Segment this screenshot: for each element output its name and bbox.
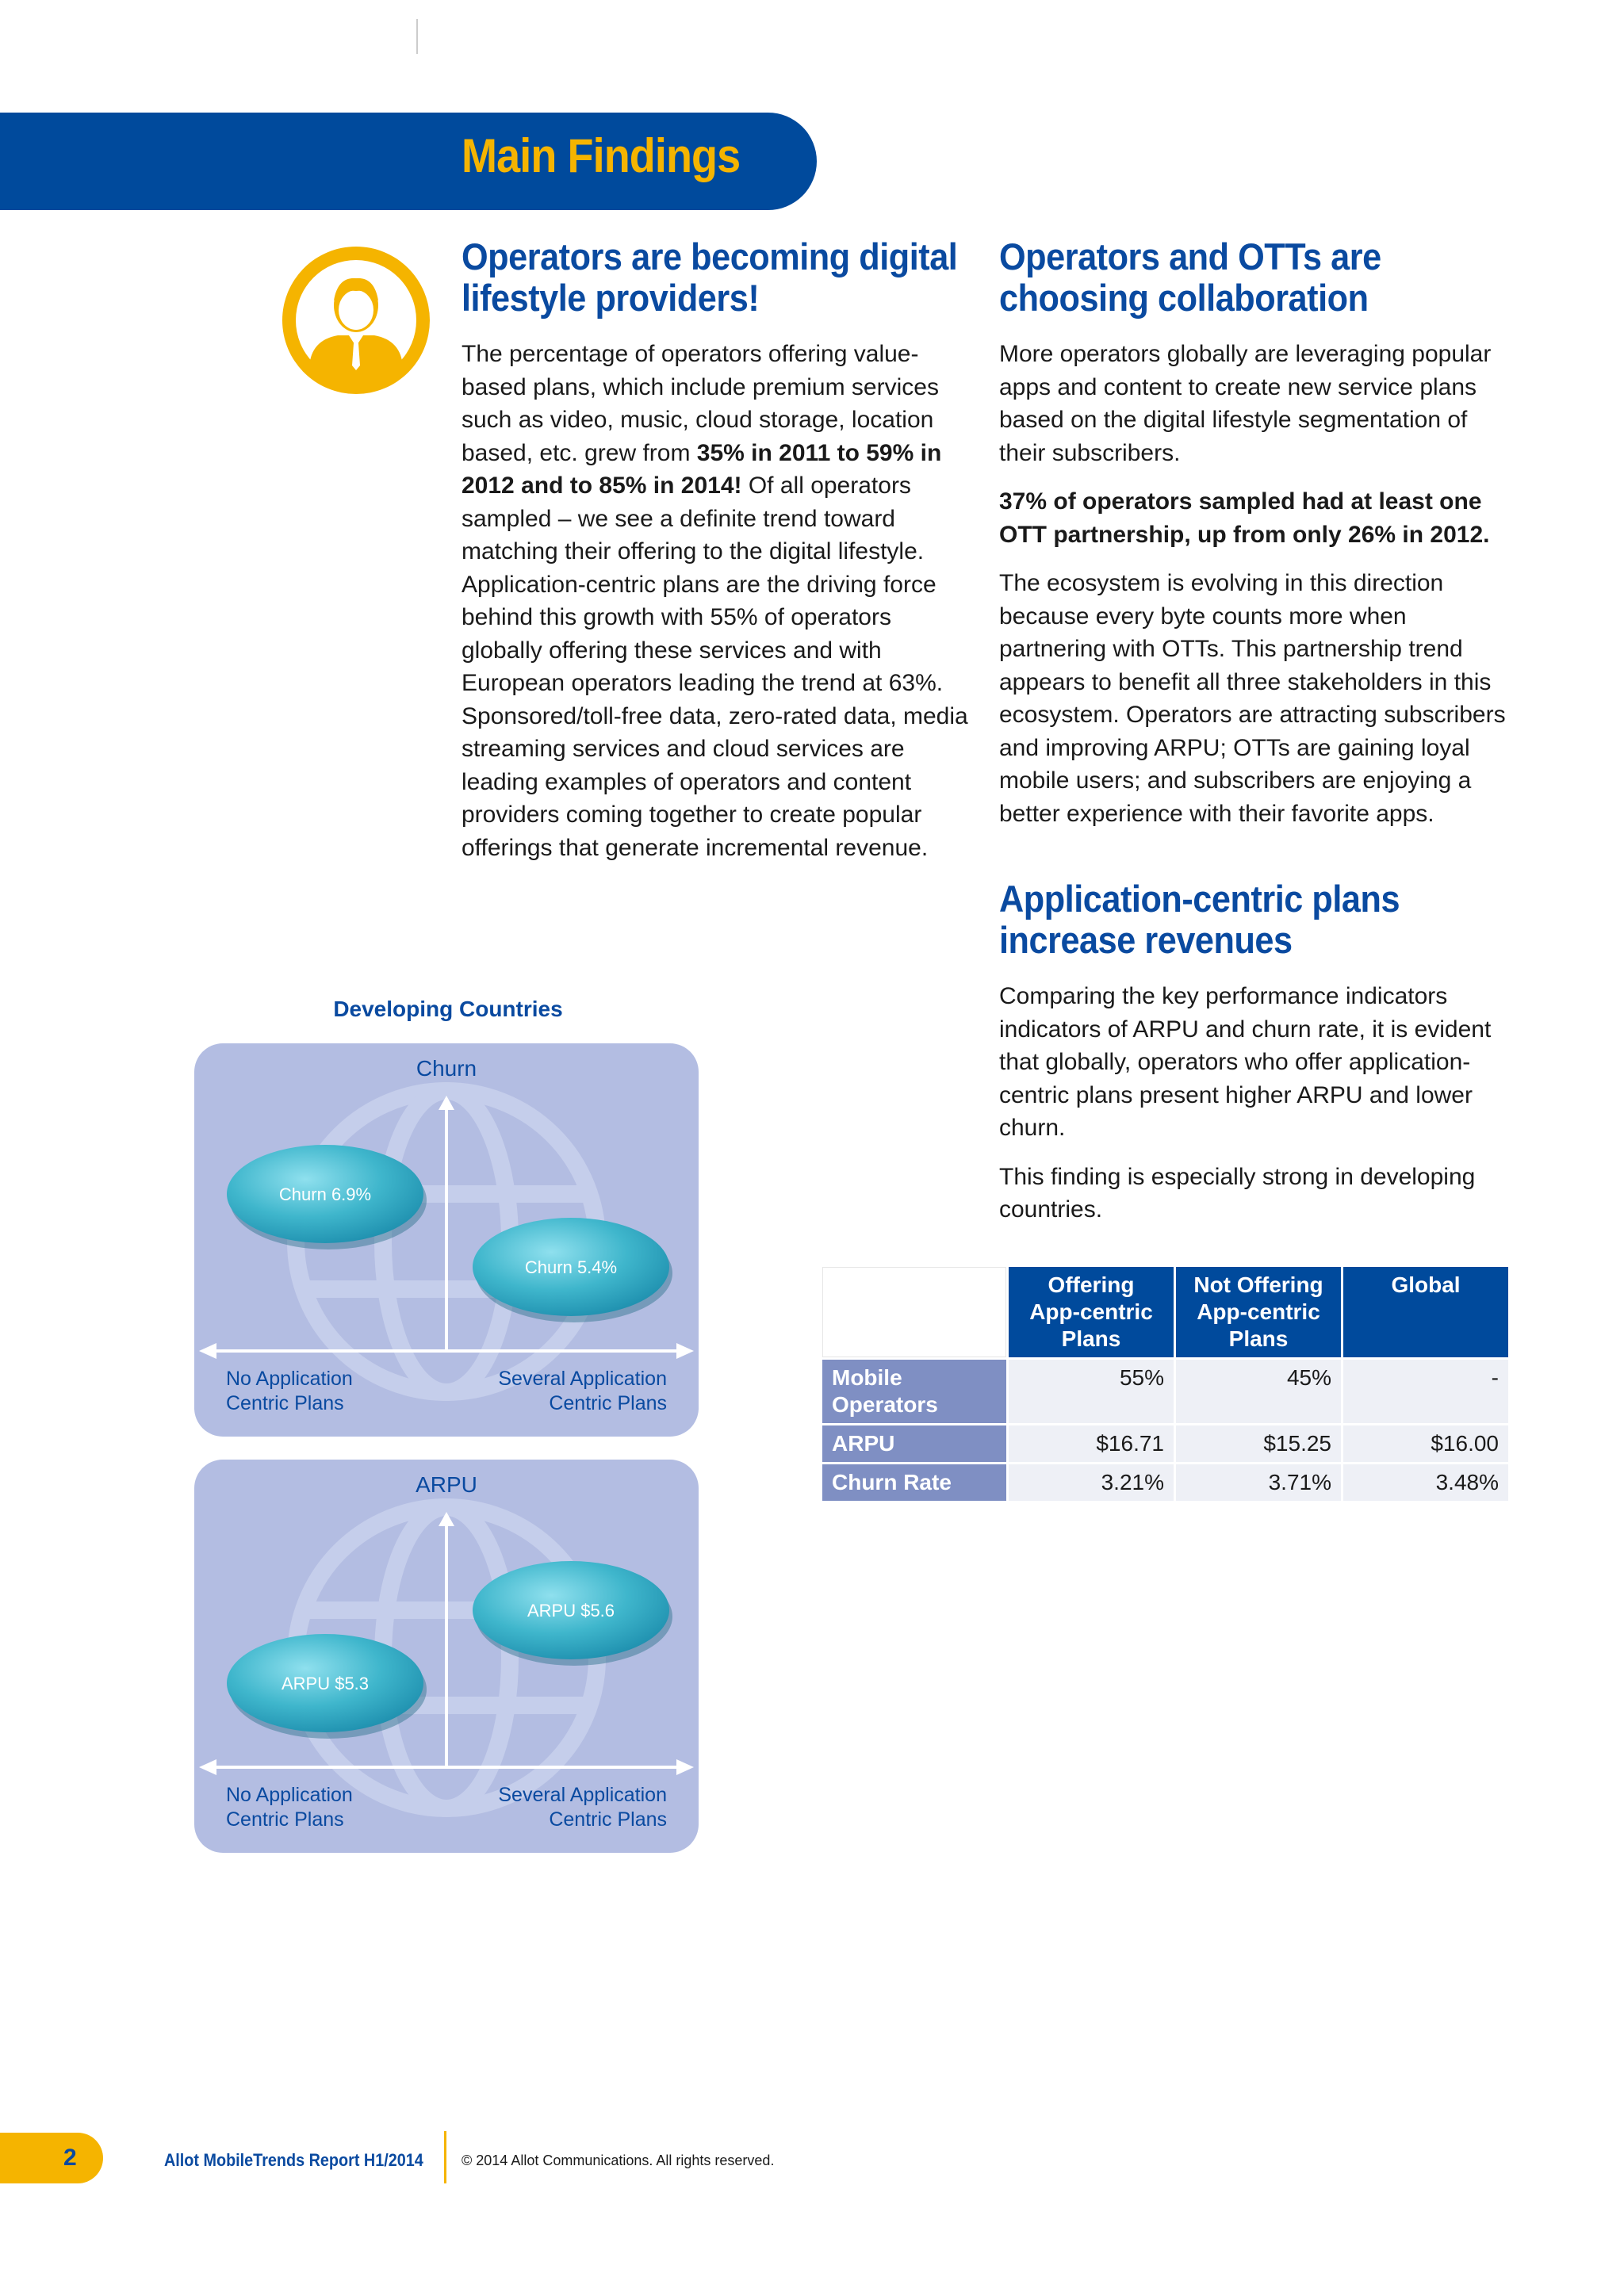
header-text: Not Offering bbox=[1193, 1272, 1323, 1297]
bubble-shape bbox=[473, 1561, 669, 1659]
table-row: Mobile Operators 55% 45% - bbox=[822, 1360, 1508, 1423]
section2-heading: Operators and OTTs are choosing collabor… bbox=[999, 236, 1381, 319]
row-label-mobile-operators: Mobile Operators bbox=[822, 1360, 1006, 1423]
section1-heading-line1: Operators are becoming digital bbox=[462, 235, 958, 277]
crop-mark bbox=[416, 19, 418, 54]
section2-body: More operators globally are leveraging p… bbox=[999, 338, 1507, 846]
header-banner bbox=[0, 113, 817, 210]
x-label-several-app-plans: Several Application Centric Plans bbox=[498, 1783, 667, 1832]
header-text: Plans bbox=[1061, 1326, 1121, 1351]
x-axis-arrow-left bbox=[199, 1759, 216, 1775]
bubble-shape bbox=[473, 1218, 669, 1316]
section3-paragraph-1: Comparing the key performance indicators… bbox=[999, 983, 1492, 1141]
page-title: Main Findings bbox=[462, 129, 741, 182]
table-cell: $15.25 bbox=[1176, 1425, 1341, 1462]
row-label-line1: Mobile bbox=[832, 1365, 902, 1390]
section2-paragraph-2: 37% of operators sampled had at least on… bbox=[999, 485, 1507, 551]
churn-axis-title: Churn bbox=[416, 1056, 477, 1081]
churn-chart-panel: Churn 6.9% Churn 5.4% Churn No Applicatio… bbox=[194, 1043, 699, 1437]
section2-paragraph-3: The ecosystem is evolving in this direct… bbox=[999, 570, 1506, 827]
table-header-not-offering: Not Offering App-centric Plans bbox=[1176, 1267, 1341, 1357]
bubble-label: ARPU $5.6 bbox=[527, 1601, 615, 1621]
row-label-arpu: ARPU bbox=[822, 1425, 1006, 1462]
table-cell: 3.71% bbox=[1176, 1464, 1341, 1501]
table-header-global: Global bbox=[1343, 1267, 1508, 1357]
chart-title: Developing Countries bbox=[333, 997, 563, 1021]
section2-heading-line2: choosing collaboration bbox=[999, 277, 1369, 319]
x-label-right-line1: Several Application bbox=[498, 1368, 667, 1390]
section2-highlight: 37% of operators sampled had at least on… bbox=[999, 488, 1490, 548]
x-label-right-line2: Centric Plans bbox=[549, 1808, 667, 1831]
row-label-line2: Operators bbox=[832, 1392, 938, 1417]
section3-paragraph-2: This finding is especially strong in dev… bbox=[999, 1163, 1476, 1223]
data-bubble: Churn 5.4% bbox=[473, 1218, 672, 1322]
x-label-right-line2: Centric Plans bbox=[549, 1392, 667, 1414]
row-label-churn-rate: Churn Rate bbox=[822, 1464, 1006, 1501]
section3-body: Comparing the key performance indicators… bbox=[999, 980, 1507, 1242]
table-cell: 3.21% bbox=[1009, 1464, 1174, 1501]
bubble-shape bbox=[227, 1145, 423, 1243]
header-text: Plans bbox=[1228, 1326, 1289, 1351]
table-header-offering: Offering App-centric Plans bbox=[1009, 1267, 1174, 1357]
bubble-label: Churn 5.4% bbox=[525, 1257, 617, 1277]
table-row: ARPU $16.71 $15.25 $16.00 bbox=[822, 1425, 1508, 1462]
page-number: 2 bbox=[63, 2145, 77, 2171]
footer-copyright: © 2014 Allot Communications. All rights … bbox=[462, 2152, 775, 2168]
header-text: App-centric bbox=[1029, 1299, 1153, 1324]
section1-heading-line2: lifestyle providers! bbox=[462, 277, 760, 319]
person-icon bbox=[282, 247, 430, 394]
bubble-shape bbox=[227, 1634, 423, 1732]
churn-chart-svg: Churn 6.9% Churn 5.4% bbox=[199, 1082, 694, 1401]
section1-text-c: Of all operators sampled – we see a defi… bbox=[462, 473, 968, 861]
x-label-no-app-plans: No Application Centric Plans bbox=[226, 1783, 353, 1832]
x-label-no-app-plans: No Application Centric Plans bbox=[226, 1367, 353, 1416]
bubble-label: Churn 6.9% bbox=[279, 1184, 371, 1204]
footer-report-title: Allot MobileTrends Report H1/2014 bbox=[164, 2150, 423, 2170]
section1-text-a: The percentage of operators offering val… bbox=[462, 341, 939, 466]
header-text: Offering bbox=[1048, 1272, 1135, 1297]
section1-text-highlight: 35% in 2011 to 59% in 2012 and to 85% in… bbox=[462, 439, 942, 499]
section3-heading: Application-centric plans increase reven… bbox=[999, 878, 1400, 961]
header-text: App-centric bbox=[1197, 1299, 1320, 1324]
x-label-several-app-plans: Several Application Centric Plans bbox=[498, 1367, 667, 1416]
header-text: Global bbox=[1391, 1272, 1461, 1297]
bubble-label: ARPU $5.3 bbox=[282, 1674, 369, 1693]
x-label-left-line2: Centric Plans bbox=[226, 1392, 344, 1414]
data-bubble: Churn 6.9% bbox=[227, 1145, 427, 1249]
table-cell: 55% bbox=[1009, 1360, 1174, 1423]
section1-heading: Operators are becoming digital lifestyle… bbox=[462, 235, 958, 319]
x-axis-arrow-left bbox=[199, 1343, 216, 1359]
x-axis-arrow-right bbox=[676, 1343, 694, 1359]
section1-body: The percentage of operators offering val… bbox=[462, 338, 969, 880]
section1-paragraph: The percentage of operators offering val… bbox=[462, 338, 969, 864]
x-label-right-line1: Several Application bbox=[498, 1784, 667, 1806]
table-cell: $16.00 bbox=[1343, 1425, 1508, 1462]
data-bubble: ARPU $5.3 bbox=[227, 1634, 427, 1739]
data-bubble: ARPU $5.6 bbox=[473, 1561, 672, 1666]
table-cell: - bbox=[1343, 1360, 1508, 1423]
x-label-left-line1: No Application bbox=[226, 1368, 353, 1390]
table-cell: 45% bbox=[1176, 1360, 1341, 1423]
section2-heading-line1: Operators and OTTs are bbox=[999, 235, 1381, 277]
arpu-chart-panel: ARPU $5.3 ARPU $5.6 ARPU No Application C… bbox=[194, 1460, 699, 1853]
y-axis-arrow bbox=[439, 1096, 454, 1110]
table-cell: $16.71 bbox=[1009, 1425, 1174, 1462]
kpi-table: Offering App-centric Plans Not Offering … bbox=[820, 1265, 1511, 1503]
section3-heading-line2: increase revenues bbox=[999, 919, 1293, 961]
table-row: Churn Rate 3.21% 3.71% 3.48% bbox=[822, 1464, 1508, 1501]
y-axis-arrow bbox=[439, 1512, 454, 1526]
arpu-chart-svg: ARPU $5.3 ARPU $5.6 bbox=[199, 1498, 694, 1817]
x-label-left-line2: Centric Plans bbox=[226, 1808, 344, 1831]
arpu-axis-title: ARPU bbox=[416, 1472, 477, 1497]
table-header-row: Offering App-centric Plans Not Offering … bbox=[822, 1267, 1508, 1357]
footer-separator bbox=[444, 2131, 446, 2183]
x-axis-arrow-right bbox=[676, 1759, 694, 1775]
table-corner-cell bbox=[822, 1267, 1006, 1357]
section3-heading-line1: Application-centric plans bbox=[999, 878, 1400, 920]
section2-paragraph-1: More operators globally are leveraging p… bbox=[999, 341, 1492, 466]
page-number-tab bbox=[0, 2133, 103, 2183]
x-label-left-line1: No Application bbox=[226, 1784, 353, 1806]
table-cell: 3.48% bbox=[1343, 1464, 1508, 1501]
